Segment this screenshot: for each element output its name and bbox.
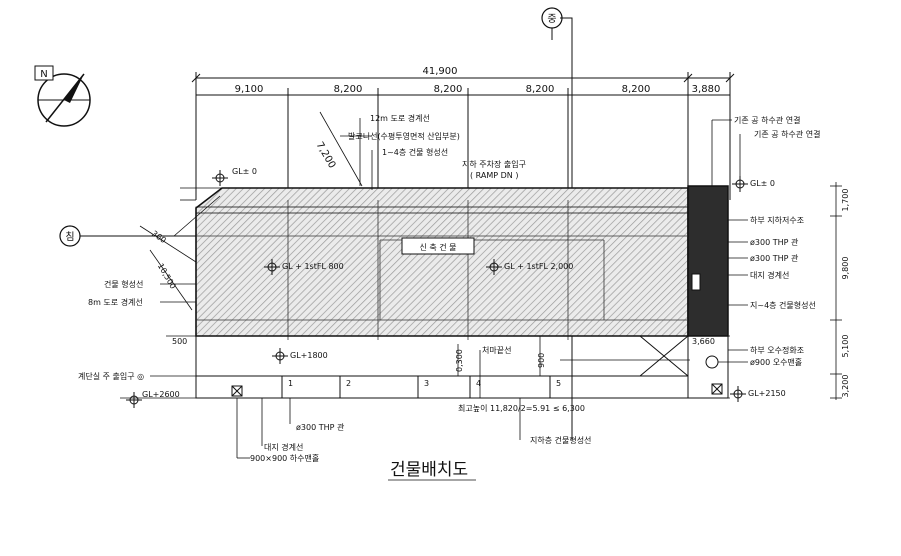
label-manhole-bottom: 900×900 하수맨홀: [250, 453, 319, 463]
label-thp-2: ø300 THP 관: [750, 253, 799, 263]
svg-text:GL+2150: GL+2150: [748, 389, 786, 398]
level-marker-top-right: GL± 0: [732, 176, 775, 192]
dim-left-500: 500: [172, 337, 187, 346]
building-footprint: [195, 185, 729, 337]
dim-span-3: 8,200: [434, 84, 463, 95]
dim-left-10500: 10,500: [156, 262, 178, 291]
stair-1: 1: [288, 379, 293, 388]
label-road-8m: 8m 도로 경계선: [88, 297, 143, 307]
label-basement-line: 지하층 건물형성선: [530, 435, 591, 445]
lower-yard: [195, 335, 729, 399]
stair-5: 5: [556, 379, 561, 388]
label-existing-sewer-1: 기존 공 하수관 연결: [734, 115, 801, 125]
label-site-boundary-bottom: 대지 경계선: [264, 442, 303, 452]
label-new-building: 신 축 건 물: [419, 242, 456, 252]
dim-angle-360: 360: [150, 229, 168, 245]
label-parking-ramp-1: 지하 주차장 출입구: [462, 159, 526, 169]
dim-span-4: 8,200: [526, 84, 555, 95]
level-marker-2600: GL+2600: [126, 390, 180, 408]
label-building-line-left: 건물 형성선: [104, 279, 143, 289]
dim-diagonal-7200: 7,200: [314, 140, 338, 170]
label-setback-4f: 지~4층 건물형성선: [750, 300, 816, 310]
label-thp-bottom: ø300 THP 관: [296, 422, 345, 432]
dim-span-6: 3,880: [692, 84, 721, 95]
dim-span-2: 8,200: [334, 84, 363, 95]
top-dimension-chain: [191, 72, 735, 200]
svg-text:GL + 1stFL 2,000: GL + 1stFL 2,000: [504, 262, 573, 271]
stair-4: 4: [476, 379, 481, 388]
label-drain-line: 처마끝선: [482, 346, 511, 355]
dim-span-1: 9,100: [235, 84, 264, 95]
stair-2: 2: [346, 379, 351, 388]
label-balcony-line: 발코니선(수평투영면적 산입부분): [348, 131, 460, 141]
stair-steps: [281, 376, 551, 398]
svg-text:침: 침: [65, 231, 74, 243]
dim-right-9800: 9,800: [841, 257, 850, 280]
building-grid-lines: [180, 200, 688, 340]
road-marker-top-label: 중: [547, 13, 556, 25]
label-site-boundary-right: 대지 경계선: [750, 270, 789, 280]
label-parking-ramp-2: ( RAMP DN ): [470, 171, 518, 180]
dim-overall: 41,900: [423, 66, 458, 77]
label-stair-entrance: 계단실 주 출입구 ◎: [78, 371, 144, 381]
svg-text:GL+2600: GL+2600: [142, 390, 180, 399]
dim-ramp-300: 0,300: [455, 349, 464, 372]
dim-right-3660: 3,660: [692, 337, 715, 346]
dim-right-1700: 1,700: [841, 189, 850, 212]
label-setback-1-4: 1~4층 건물 형성선: [382, 147, 448, 157]
label-existing-sewer-2: 기존 공 하수관 연결: [754, 129, 821, 139]
label-septic: 하부 오수정화조: [750, 345, 804, 355]
level-marker-2150: GL+2150: [730, 386, 786, 402]
svg-text:GL + 1stFL 800: GL + 1stFL 800: [282, 262, 344, 271]
level-marker-top-left: GL± 0: [212, 167, 257, 186]
manhole-icons: [231, 355, 723, 397]
dim-ramp-900: 900: [537, 353, 546, 368]
level-marker-1800: GL+1800: [272, 348, 328, 364]
level-marker-1f-left: GL + 1stFL 800: [264, 259, 344, 275]
north-arrow-icon: N: [34, 65, 91, 127]
dim-span-5: 8,200: [622, 84, 651, 95]
label-max-height: 최고높이 11,820/2=5.91 ≤ 6,300: [458, 403, 585, 413]
label-manhole-900: ø900 오수맨홀: [750, 357, 802, 367]
svg-text:GL± 0: GL± 0: [750, 179, 775, 188]
north-label: N: [40, 69, 47, 80]
dim-right-3200: 3,200: [841, 375, 850, 398]
level-marker-1f-right: GL + 1stFL 2,000: [486, 259, 573, 275]
svg-text:GL+1800: GL+1800: [290, 351, 328, 360]
dim-right-5100: 5,100: [841, 335, 850, 358]
label-underground-tank: 하부 지하저수조: [750, 215, 804, 225]
label-thp-1: ø300 THP 관: [750, 237, 799, 247]
svg-text:GL± 0: GL± 0: [232, 167, 257, 176]
drawing-title: 건물배치도: [390, 460, 468, 480]
stair-3: 3: [424, 379, 429, 388]
label-road-12m: 12m 도로 경계선: [370, 113, 430, 123]
road-marker-left: 침: [59, 225, 196, 247]
